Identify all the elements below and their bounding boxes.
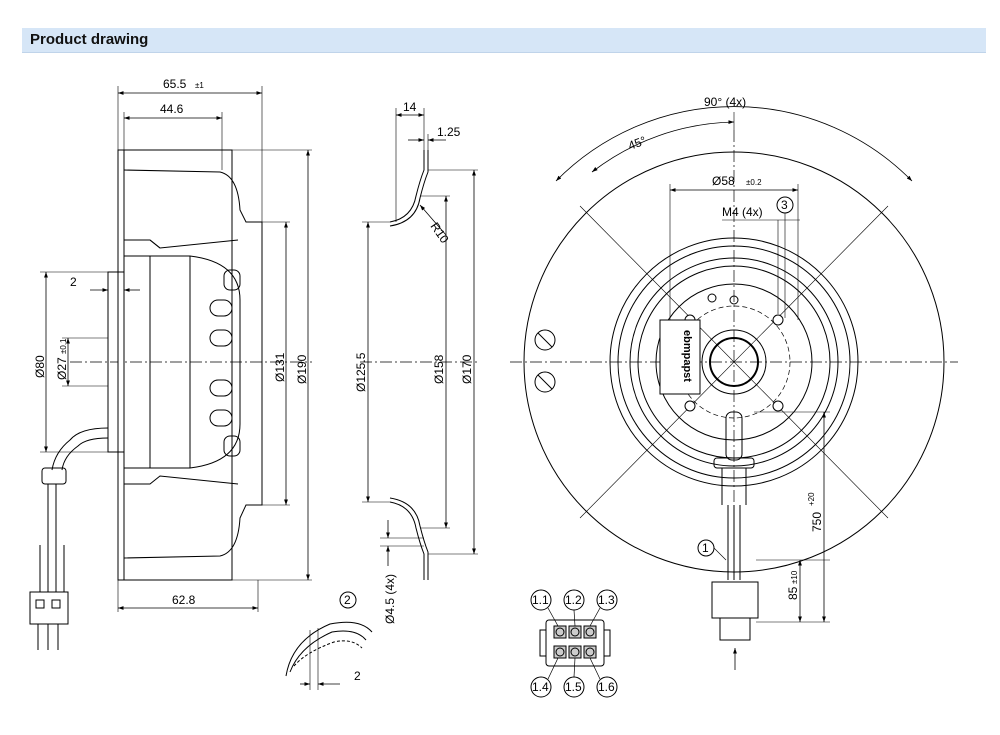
side-view [29,86,312,650]
detail-view [285,591,373,690]
brand-label: ebmpapst [681,330,693,382]
section-title: Product drawing [30,31,149,48]
thread-callout: 3 [781,198,788,212]
dim-dia-158: Ø158 [432,354,446,384]
dim-width-14: 14 [403,100,417,114]
dim-inlet-depth: 44.6 [160,102,184,116]
dim-thickness: 1.25 [437,125,461,139]
cable-callout: 1 [702,541,709,555]
dim-lead-length-tol: ±10 [790,570,799,584]
front-view [510,106,958,670]
dim-cable-length: 750 [810,512,824,532]
connector-pin-labels: 1.1 1.2 1.3 1.4 1.5 1.6 [532,593,615,694]
dim-cable-length-tol: +20 [807,492,816,506]
dim-base-width: 62.8 [172,593,196,607]
section-view [360,108,480,580]
dim-angle-4x: 90° (4x) [704,95,746,109]
dim-dia-125: Ø125.5 [354,352,368,392]
dim-dia-58: Ø58 [712,174,735,188]
dim-holes: Ø4.5 (4x) [383,574,397,624]
front-view-dimensions: 90° (4x) 45° Ø58 ±0.2 M4 (4x) 3 1 750 +2… [626,95,824,600]
dim-dia-170: Ø170 [460,354,474,384]
pin-label: 1.2 [565,593,582,607]
pin-label: 1.1 [532,593,549,607]
dim-offset: 2 [70,275,77,289]
section-header: Product drawing [22,28,986,53]
dim-dia-80: Ø80 [33,355,47,378]
dim-dia-27-tol: ±0.1 [59,338,68,354]
dim-angle-45: 45° [626,133,648,152]
dim-lead-length: 85 [786,586,800,600]
dim-dia-190: Ø190 [295,354,309,384]
dim-overall-width-tol: ±1 [195,81,204,90]
pin-label: 1.6 [598,680,615,694]
connector-pinout [530,589,618,698]
dim-thread: M4 (4x) [722,205,763,219]
pin-label: 1.3 [598,593,615,607]
dim-overall-width: 65.5 [163,77,187,91]
dim-dia-131: Ø131 [273,352,287,382]
pin-label: 1.4 [532,680,549,694]
dim-radius: R10 [428,220,452,246]
pin-label: 1.5 [565,680,582,694]
dim-dia-27: Ø27 [55,357,69,380]
side-view-dimensions: 65.5 ±1 44.6 62.8 2 Ø80 Ø27 ±0.1 Ø131 Ø1… [33,77,309,607]
detail-callout: 2 [344,593,351,607]
detail-dim: 2 [354,669,361,683]
dim-dia-58-tol: ±0.2 [746,178,762,187]
